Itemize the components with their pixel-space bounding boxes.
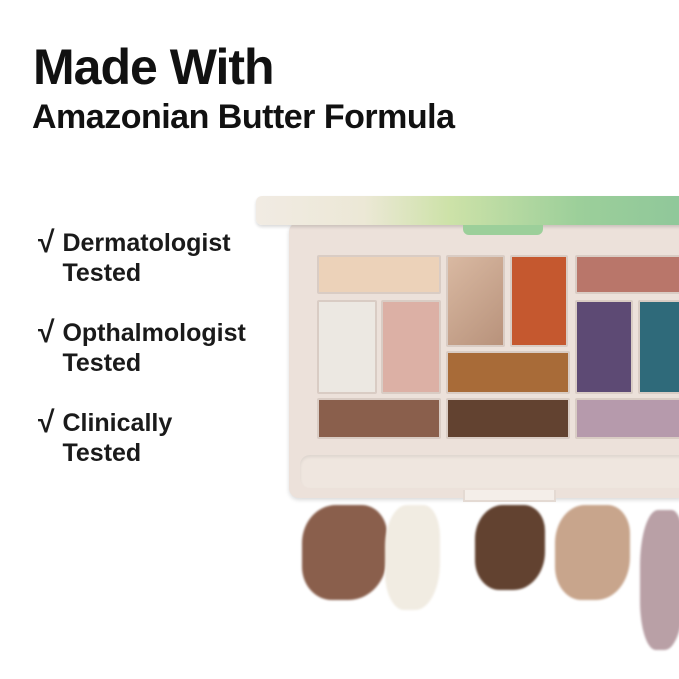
shade-pan (510, 255, 568, 347)
shade-pan (575, 398, 679, 439)
shade-pan (381, 300, 441, 394)
palette-tray (300, 455, 679, 488)
palette-latch (463, 490, 556, 502)
check-icon: √ (38, 406, 55, 439)
claim-line: Dermatologist (62, 229, 231, 257)
claim-line: Clinically (62, 409, 173, 437)
swatch-brown (302, 505, 387, 600)
shade-pan (575, 300, 633, 394)
shade-pan (638, 300, 679, 394)
palette-lid (256, 196, 679, 225)
shade-pan (575, 255, 679, 294)
check-icon: √ (38, 226, 55, 259)
claim-line: Tested (62, 349, 142, 377)
claim-line: Opthalmologist (62, 319, 246, 347)
claim-line: Tested (62, 259, 142, 287)
shade-pan (317, 300, 377, 394)
shade-pan (317, 398, 441, 439)
lid-tab (463, 225, 543, 235)
claim-line: Tested (62, 439, 142, 467)
check-icon: √ (38, 316, 55, 349)
shade-pan (446, 351, 570, 394)
shade-pan (446, 398, 570, 439)
swatch-cream (385, 505, 440, 610)
swatch-tan (555, 505, 630, 600)
shade-pan (446, 255, 505, 347)
swatch-dark-brown (475, 505, 545, 590)
headline-title: Made With (33, 39, 275, 95)
headline-subtitle: Amazonian Butter Formula (32, 98, 455, 136)
shade-pan (317, 255, 441, 294)
swatch-mauve (640, 510, 679, 650)
